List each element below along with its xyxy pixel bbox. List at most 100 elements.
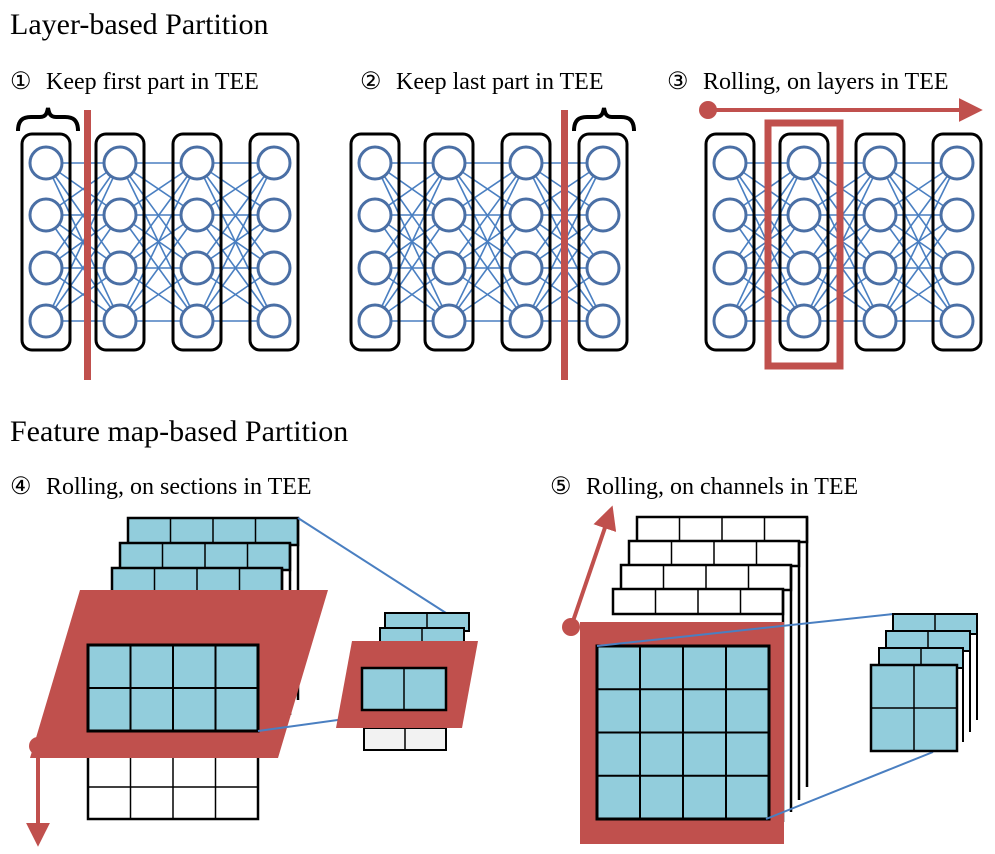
neuron-node bbox=[939, 250, 975, 286]
section-rolling-diagram bbox=[26, 516, 478, 847]
neuron-node bbox=[357, 250, 393, 286]
network-edge bbox=[879, 214, 958, 322]
panel-1-text: Keep first part in TEE bbox=[46, 69, 259, 95]
neuron-node bbox=[179, 250, 215, 286]
layer-box bbox=[171, 132, 223, 352]
neuron-node bbox=[939, 145, 975, 181]
neuron-node bbox=[102, 303, 138, 339]
neuron-node bbox=[862, 303, 898, 339]
neuron-node bbox=[585, 250, 621, 286]
network-edge bbox=[448, 162, 527, 269]
panel-5-label: ⑤ Rolling, on channels in TEE bbox=[550, 474, 858, 500]
panel-4-label: ④ Rolling, on sections in TEE bbox=[10, 474, 312, 500]
network-edge bbox=[879, 162, 958, 269]
zoom-line bbox=[765, 751, 934, 820]
neuron-node bbox=[786, 303, 822, 339]
neuron-node bbox=[862, 197, 898, 233]
layer-box bbox=[931, 132, 983, 352]
curly-brace-icon bbox=[572, 107, 636, 132]
network-edge bbox=[374, 214, 450, 322]
section-title-layer: Layer-based Partition bbox=[10, 8, 268, 41]
network-edge bbox=[196, 214, 275, 322]
neuron-node bbox=[939, 303, 975, 339]
neuron-node bbox=[862, 145, 898, 181]
network-panel-1 bbox=[20, 132, 300, 352]
neuron-node bbox=[431, 197, 467, 233]
neuron-node bbox=[28, 303, 64, 339]
layer-box bbox=[854, 132, 906, 352]
arrow-up-right-icon bbox=[569, 505, 617, 628]
layer-box bbox=[94, 132, 146, 352]
neuron-node bbox=[102, 197, 138, 233]
layer-box bbox=[349, 132, 401, 352]
neuron-node bbox=[508, 303, 544, 339]
neuron-node bbox=[508, 197, 544, 233]
section-title-feature: Feature map-based Partition bbox=[10, 415, 348, 448]
panel-1-label: ① Keep first part in TEE bbox=[10, 69, 259, 95]
zoom-line bbox=[297, 517, 447, 614]
panel-2-number: ② bbox=[360, 69, 382, 95]
neuron-node bbox=[786, 250, 822, 286]
network-edge bbox=[196, 162, 275, 322]
neuron-node bbox=[102, 250, 138, 286]
channel-rolling-diagram bbox=[562, 505, 978, 844]
panel-3-label: ③ Rolling, on layers in TEE bbox=[667, 69, 949, 95]
panel-2-text: Keep last part in TEE bbox=[396, 69, 604, 95]
layer-box bbox=[778, 132, 830, 352]
layer-box bbox=[500, 132, 552, 352]
neuron-node bbox=[179, 303, 215, 339]
neuron-node bbox=[357, 145, 393, 181]
neuron-node bbox=[585, 303, 621, 339]
neuron-node bbox=[786, 197, 822, 233]
neuron-node bbox=[862, 250, 898, 286]
neuron-node bbox=[357, 303, 393, 339]
network-edge bbox=[119, 214, 198, 322]
layer-box bbox=[248, 132, 300, 352]
layer-box bbox=[704, 132, 756, 352]
neuron-node bbox=[28, 250, 64, 286]
neuron-node bbox=[357, 197, 393, 233]
network-edge bbox=[196, 162, 275, 269]
network-edge bbox=[879, 162, 958, 322]
neuron-node bbox=[508, 250, 544, 286]
neuron-node bbox=[102, 145, 138, 181]
network-edge bbox=[374, 162, 450, 269]
neuron-node bbox=[431, 303, 467, 339]
network-edge bbox=[448, 214, 527, 322]
neuron-node bbox=[508, 145, 544, 181]
neuron-node bbox=[786, 145, 822, 181]
neuron-node bbox=[712, 303, 748, 339]
neuron-node bbox=[712, 250, 748, 286]
layer-box bbox=[20, 132, 72, 352]
neuron-node bbox=[256, 250, 292, 286]
layer-box bbox=[577, 132, 629, 352]
network-edge bbox=[45, 214, 121, 322]
network-edge bbox=[45, 162, 121, 322]
network-panel-2 bbox=[349, 132, 629, 352]
partition-line-2 bbox=[561, 110, 568, 380]
tee-window-highlight bbox=[764, 119, 844, 370]
neuron-node bbox=[939, 197, 975, 233]
neuron-node bbox=[585, 145, 621, 181]
neuron-node bbox=[256, 303, 292, 339]
neuron-node bbox=[256, 197, 292, 233]
neuron-node bbox=[28, 197, 64, 233]
neuron-node bbox=[585, 197, 621, 233]
neuron-node bbox=[179, 197, 215, 233]
network-edge bbox=[119, 162, 198, 322]
neuron-node bbox=[179, 145, 215, 181]
neuron-node bbox=[712, 145, 748, 181]
network-edge bbox=[448, 162, 527, 322]
partition-line-1 bbox=[84, 110, 91, 380]
neuron-node bbox=[712, 197, 748, 233]
network-edge bbox=[45, 162, 121, 269]
panel-4-text: Rolling, on sections in TEE bbox=[46, 474, 312, 500]
panel-3-text: Rolling, on layers in TEE bbox=[703, 69, 949, 95]
panel-1-number: ① bbox=[10, 69, 32, 95]
neuron-node bbox=[28, 145, 64, 181]
network-edge bbox=[374, 162, 450, 322]
network-edge bbox=[119, 162, 198, 269]
zoom-line bbox=[596, 613, 894, 647]
layer-box bbox=[423, 132, 475, 352]
